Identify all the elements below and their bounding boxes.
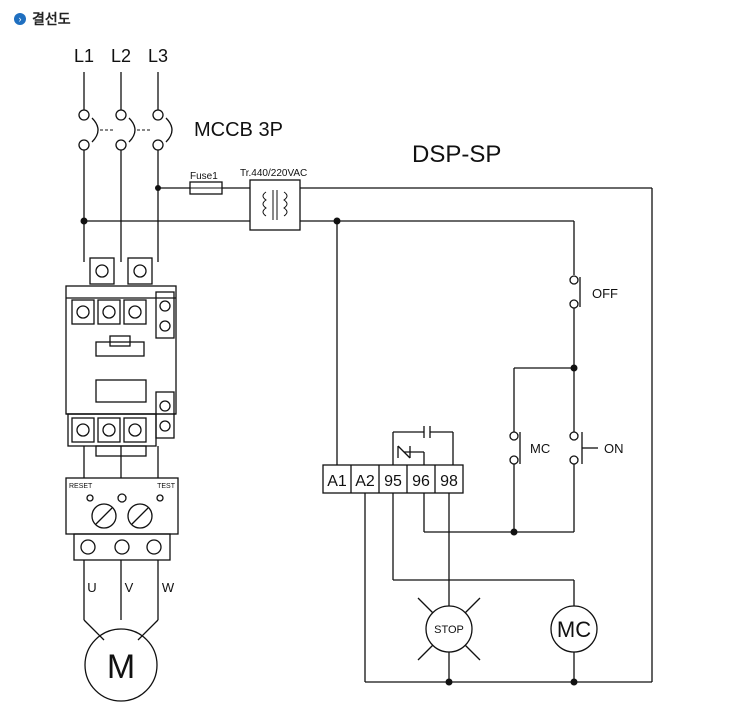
mccb-breaker [78, 72, 173, 262]
stop-lamp [417, 597, 481, 661]
off-button [569, 221, 581, 368]
motor-terminal-u: U [87, 580, 96, 595]
stop-lamp-label: STOP [434, 624, 464, 636]
off-label: OFF [592, 286, 618, 301]
terminal-a2: A2 [355, 473, 375, 490]
phase-label-l1: L1 [74, 46, 94, 66]
terminal-95: 95 [384, 473, 402, 490]
terminal-96: 96 [412, 473, 430, 490]
transformer [249, 179, 301, 231]
relay-contacts [392, 426, 454, 465]
motor-leads [83, 560, 159, 641]
section-header: › 결선도 [14, 8, 71, 30]
on-label: ON [604, 441, 624, 456]
overload-reset-label: RESET [69, 483, 93, 490]
on-button-and-mc-contact [424, 364, 598, 536]
motor [84, 628, 158, 702]
control-supply-lines [80, 185, 652, 225]
section-title: 결선도 [32, 12, 71, 28]
phase-label-l2: L2 [111, 46, 131, 66]
terminal-wiring [364, 188, 653, 686]
fuse [189, 181, 223, 195]
overload-relay [65, 477, 179, 561]
magnetic-contactor [65, 257, 177, 478]
model-label: DSP-SP [412, 141, 501, 168]
mc-coil [550, 605, 598, 653]
motor-label: M [107, 648, 135, 686]
mc-contact-label: MC [530, 441, 550, 456]
terminal-a1: A1 [327, 473, 347, 490]
motor-terminal-v: V [125, 580, 134, 595]
chevron-right-circle-icon: › [14, 13, 26, 25]
motor-terminal-w: W [162, 580, 175, 595]
transformer-label: Tr.440/220VAC [240, 168, 307, 179]
terminal-98: 98 [440, 473, 458, 490]
fuse-label: Fuse1 [190, 171, 218, 182]
phase-label-l3: L3 [148, 46, 168, 66]
breaker-label: MCCB 3P [194, 119, 283, 141]
overload-test-label: TEST [157, 483, 176, 490]
mc-coil-label: MC [557, 617, 591, 642]
